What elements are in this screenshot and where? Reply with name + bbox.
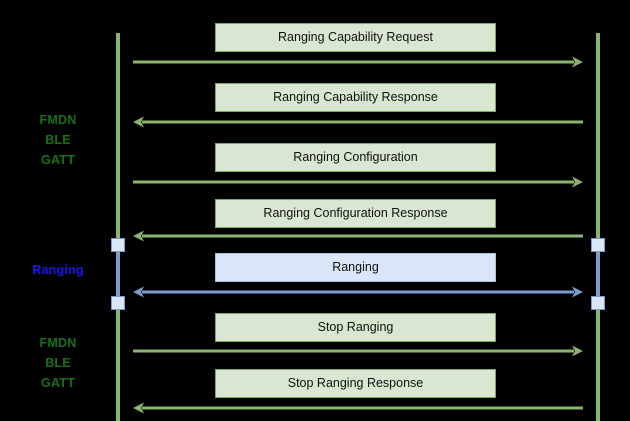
message-ranging-capability-response-label: Ranging Capability Response [273,90,438,105]
activation-right-end-node[interactable] [591,296,605,310]
message-ranging-configuration-response-label: Ranging Configuration Response [263,206,448,221]
phase-label-ranging: Ranging [32,263,84,277]
message-stop-ranging-response-label: Stop Ranging Response [287,376,424,391]
message-stop-ranging-response-arrow-left [133,400,583,416]
phase-label-gatt-bottom: FMDN BLE GATT [39,336,77,390]
message-stop-ranging[interactable]: Stop Ranging [215,313,496,342]
phase-label-gatt-top: FMDN BLE GATT [39,113,77,167]
message-ranging-configuration-label: Ranging Configuration [293,150,418,165]
activation-left-end-node[interactable] [111,296,125,310]
message-ranging-configuration[interactable]: Ranging Configuration [215,143,496,172]
message-ranging-configuration-response[interactable]: Ranging Configuration Response [215,199,496,228]
activation-left-start-node[interactable] [111,238,125,252]
message-ranging-configuration-arrow-right [133,174,583,190]
message-stop-ranging-arrow-right [133,343,583,359]
message-ranging-capability-request-arrow-right [133,54,583,70]
message-ranging-label: Ranging [332,260,379,275]
message-ranging-capability-response-arrow-left [133,114,583,130]
message-ranging-capability-request-label: Ranging Capability Request [278,30,433,45]
message-ranging-configuration-response-arrow-left [133,228,583,244]
activation-right-start-node[interactable] [591,238,605,252]
message-ranging[interactable]: Ranging [215,253,496,282]
message-ranging-capability-request[interactable]: Ranging Capability Request [215,23,496,52]
activation-left-bar [116,245,120,303]
message-stop-ranging-response[interactable]: Stop Ranging Response [215,369,496,398]
right-lifeline [596,33,600,421]
left-lifeline [116,33,120,421]
message-ranging-arrow-bidirectional [133,284,583,300]
activation-right-bar [596,245,600,303]
message-ranging-capability-response[interactable]: Ranging Capability Response [215,83,496,112]
message-stop-ranging-label: Stop Ranging [317,320,394,335]
